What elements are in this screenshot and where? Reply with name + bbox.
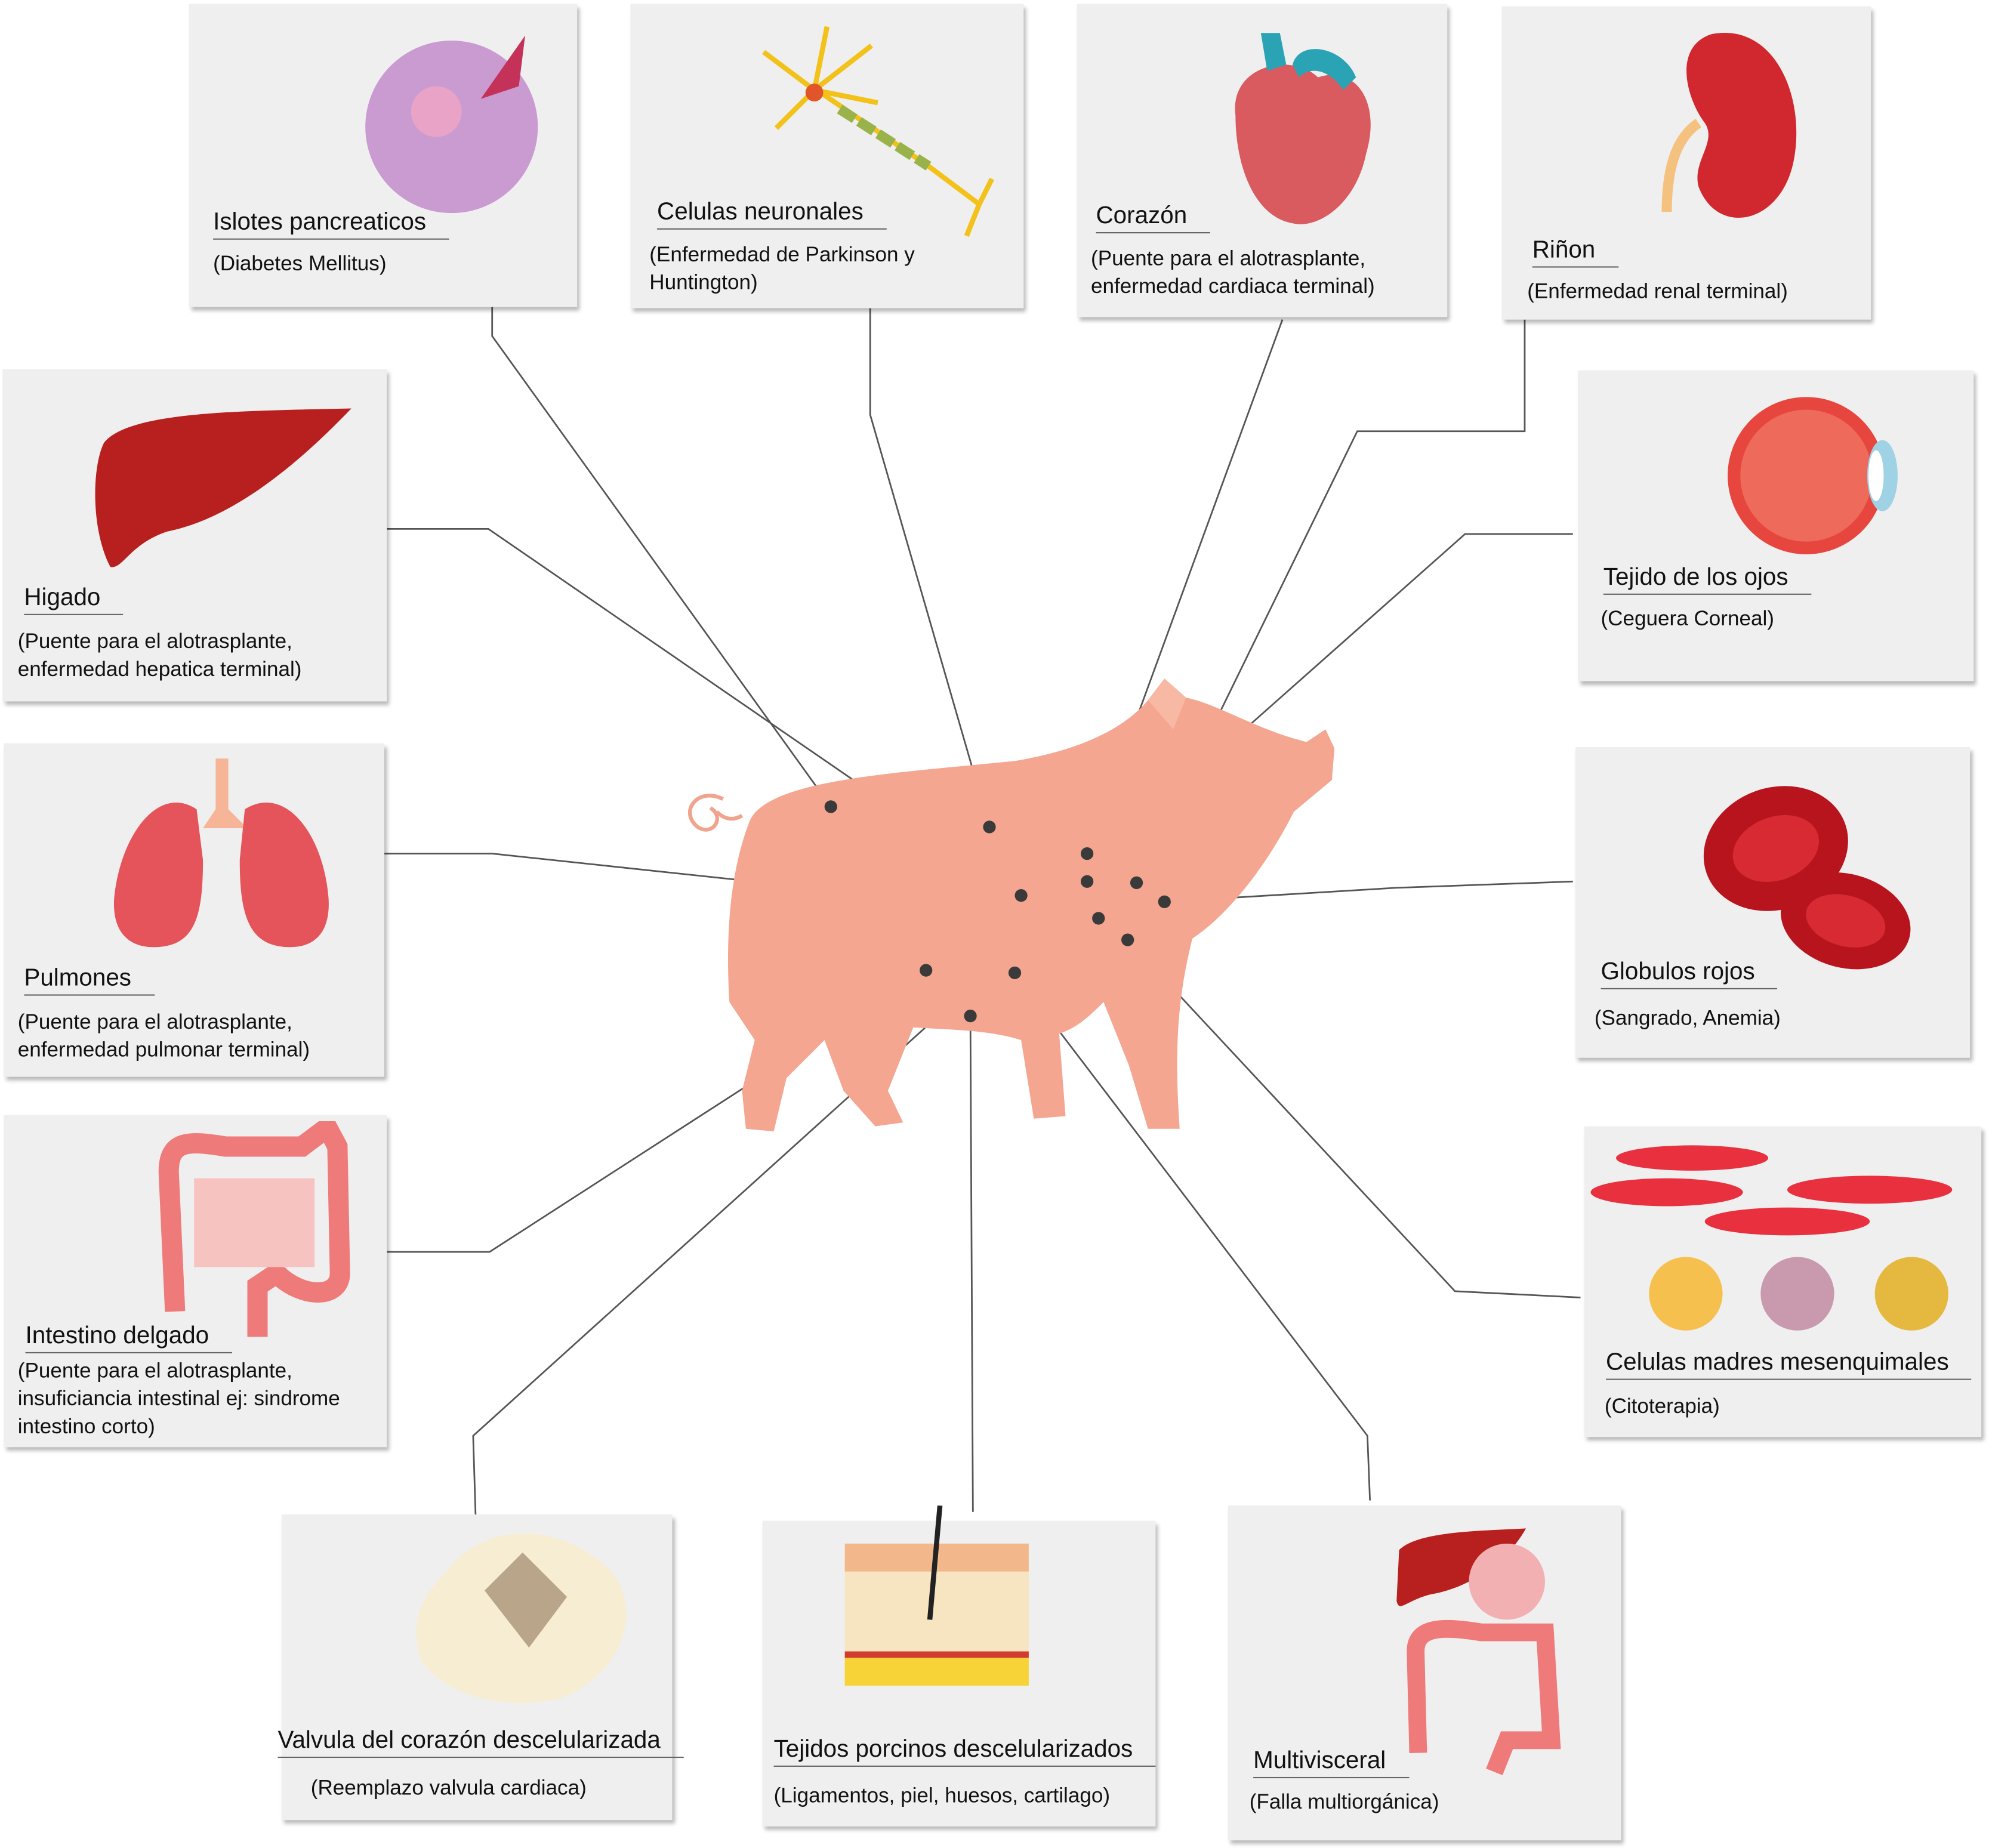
connector-rinon [1136, 319, 1526, 884]
connector-neuronas [869, 308, 991, 828]
title-pulmones: Pulmones [24, 965, 155, 996]
subtitle-multi: (Falla multiorgánica) [1249, 1791, 1439, 1814]
connector-ojos [1229, 533, 1573, 743]
card-higado: Higado (Puente para el alotrasplante, en… [2, 369, 387, 702]
stem-cells-icon [1590, 1145, 1953, 1331]
card-intestino: Intestino delgado (Puente para el alotra… [4, 1115, 387, 1448]
connector-multi [1014, 972, 1371, 1501]
title-higado: Higado [24, 585, 124, 615]
card-neuronas: Celulas neuronales (Enfermedad de Parkin… [630, 4, 1024, 308]
intestine-icon [158, 1121, 350, 1337]
card-tejidos: Tejidos porcinos descelularizados (Ligam… [762, 1505, 1156, 1827]
kidney-icon [1661, 33, 1797, 218]
connector-madres [1127, 939, 1581, 1298]
card-rinon: Riñon (Enfermedad renal terminal) [1501, 6, 1871, 320]
subtitle-tejidos: (Ligamentos, piel, huesos, cartilago) [773, 1784, 1111, 1807]
title-ojos: Tejido de los ojos [1603, 564, 1811, 595]
lungs-icon [113, 758, 329, 948]
connector-tejidos [969, 1016, 974, 1512]
connector-higado [387, 527, 1022, 896]
heart-valve-icon [416, 1533, 627, 1704]
subtitle-ojos: (Ceguera Corneal) [1601, 607, 1774, 631]
title-corazon: Corazón [1096, 203, 1210, 234]
card-madres: Celulas madres mesenquimales (Citoterapi… [1584, 1126, 1982, 1437]
title-globulos: Globulos rojos [1601, 959, 1778, 989]
card-islotes: Islotes pancreaticos (Diabetes Mellitus) [189, 4, 578, 307]
card-pulmones: Pulmones (Puente para el alotrasplante, … [4, 743, 385, 1077]
liver-icon [95, 408, 351, 567]
subtitle-pulmones: (Puente para el alotrasplante, enfermeda… [17, 1011, 310, 1062]
connector-islotes [491, 307, 832, 807]
card-multi: Multivisceral (Falla multiorgánica) [1228, 1505, 1621, 1841]
subtitle-globulos: (Sangrado, Anemia) [1594, 1007, 1781, 1030]
red-blood-cells-icon [1703, 786, 1911, 970]
multivisceral-organs-icon [1396, 1528, 1561, 1775]
subtitle-madres: (Citoterapia) [1604, 1395, 1720, 1418]
title-neuronas: Celulas neuronales [657, 199, 887, 230]
title-intestino: Intestino delgado [25, 1323, 232, 1354]
subtitle-rinon: (Enfermedad renal terminal) [1527, 280, 1788, 304]
title-madres: Celulas madres mesenquimales [1606, 1350, 1972, 1380]
card-globulos: Globulos rojos (Sangrado, Anemia) [1575, 746, 1971, 1058]
heart-icon [1235, 33, 1371, 224]
title-islotes: Islotes pancreaticos [213, 209, 449, 240]
card-ojos: Tejido de los ojos (Ceguera Corneal) [1578, 370, 1974, 681]
subtitle-islotes: (Diabetes Mellitus) [213, 252, 387, 276]
eye-icon [1728, 397, 1898, 554]
organ-dots [824, 800, 1171, 1023]
subtitle-intestino: (Puente para el alotrasplante, insuficia… [17, 1359, 340, 1439]
subtitle-valvula: (Reemplazo valvula cardiaca) [310, 1776, 587, 1800]
subtitle-higado: (Puente para el alotrasplante, enfermeda… [17, 630, 302, 681]
title-rinon: Riñon [1532, 237, 1618, 268]
pig-illustration [688, 678, 1335, 1132]
card-corazon: Corazón (Puente para el alotrasplante, e… [1077, 4, 1448, 317]
subtitle-corazon: (Puente para el alotrasplante, enfermeda… [1091, 247, 1375, 298]
skin-tissue-icon [844, 1505, 1029, 1686]
subtitle-neuronas: (Enfermedad de Parkinson y Huntington) [649, 243, 915, 295]
connector-globulos [1164, 880, 1573, 903]
neuron-icon [762, 26, 995, 237]
title-multi: Multivisceral [1253, 1748, 1409, 1779]
pancreatic-islet-icon [365, 35, 538, 214]
title-valvula: Valvula del corazón descelularizada [277, 1727, 684, 1758]
card-valvula: Valvula del corazón descelularizada (Ree… [277, 1514, 684, 1821]
title-tejidos: Tejidos porcinos descelularizados [773, 1736, 1156, 1767]
